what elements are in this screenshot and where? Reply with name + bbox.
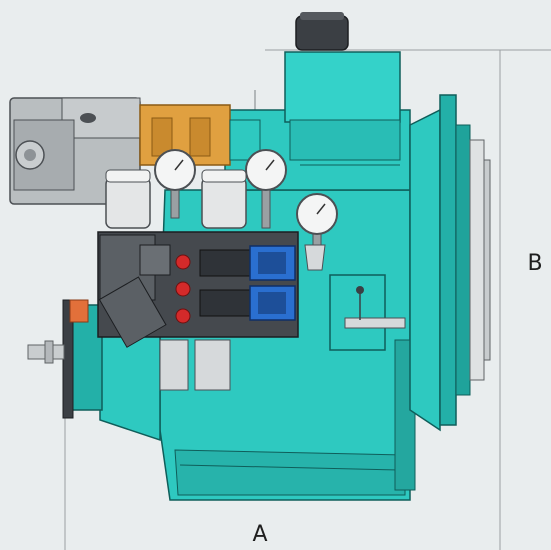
solenoid-valve-lower — [199, 285, 296, 321]
manifold-tilted-block — [98, 276, 167, 348]
input-seal-ring — [69, 299, 89, 323]
output-disc-hub — [483, 159, 491, 361]
inspection-plate — [329, 274, 386, 351]
pressure-gauge-right — [296, 193, 338, 271]
pressure-gauge-middle — [245, 149, 287, 229]
solenoid-valve-upper — [199, 245, 296, 281]
pressure-gauge-left — [154, 149, 196, 219]
filter-canister-left — [105, 169, 151, 229]
output-flange — [439, 94, 457, 426]
red-fitting-3 — [175, 308, 191, 324]
motor-face-bolt — [24, 149, 36, 161]
manifold-port-block — [139, 244, 171, 276]
top-cap — [295, 15, 349, 51]
dimension-label-b: B — [527, 251, 542, 276]
filter-canister-right — [201, 169, 247, 229]
housing-rib — [179, 464, 401, 471]
linkage-bar — [344, 317, 406, 329]
plate-bolt — [356, 286, 364, 294]
motor-port — [80, 113, 96, 123]
flange-connector — [409, 108, 441, 432]
red-fitting-2 — [175, 281, 191, 297]
input-shaft-collar — [44, 340, 54, 364]
bracket-right-slot — [189, 117, 211, 157]
output-flange-ring — [455, 124, 471, 396]
top-housing-lower — [289, 119, 401, 161]
mount-bracket-right — [194, 339, 231, 391]
output-disc — [469, 139, 485, 381]
dimension-label-a: A — [252, 522, 267, 547]
housing-base — [174, 449, 406, 496]
top-housing — [284, 51, 401, 123]
mount-bracket-left — [159, 339, 189, 391]
red-fitting-1 — [175, 254, 191, 270]
motor-top-block — [61, 97, 141, 139]
top-cap-rim — [300, 12, 344, 20]
